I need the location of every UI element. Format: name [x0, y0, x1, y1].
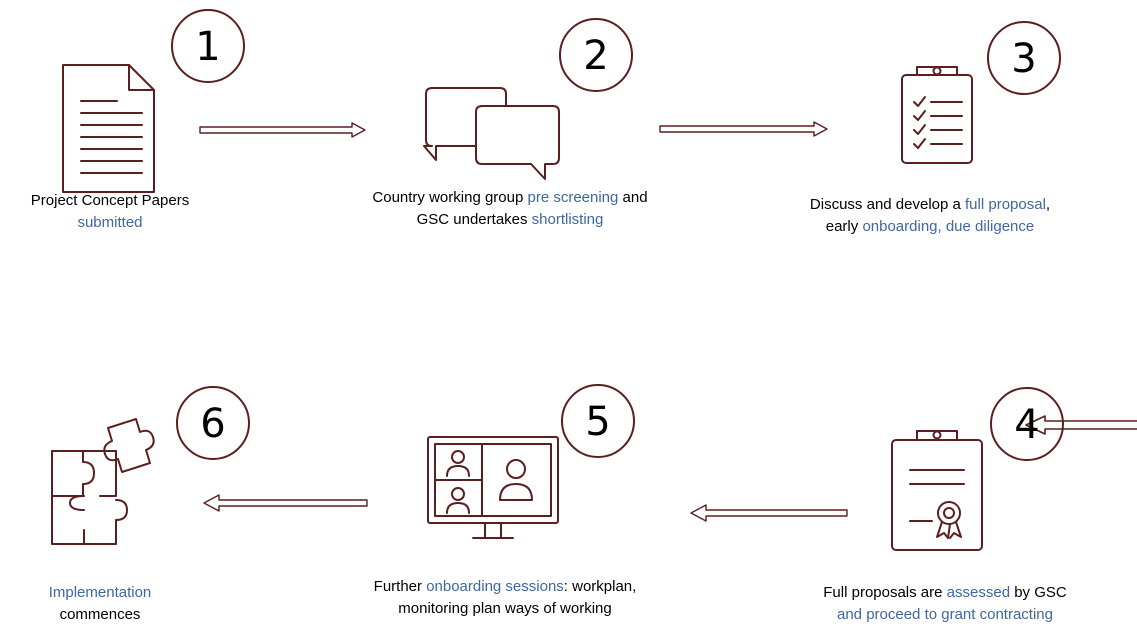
caption-line: Project Concept Papers — [0, 190, 220, 212]
arrow-5-to-6 — [203, 494, 368, 512]
caption-text: by GSC — [1010, 584, 1067, 601]
arrow-into-4 — [1025, 415, 1137, 435]
caption-highlight: full proposal — [965, 196, 1046, 213]
step-5-number: 5 — [585, 399, 610, 445]
caption-line: submitted — [0, 212, 220, 234]
caption-text: Further — [373, 578, 427, 595]
step-3-circle — [987, 21, 1061, 95]
step-2-number: 2 — [583, 33, 608, 79]
step-4-caption: Full proposals are assessed by GSC and pr… — [760, 582, 1130, 626]
caption-text: monitoring plan ways of working — [398, 600, 612, 617]
step-6-caption: Implementation commences — [0, 582, 200, 626]
caption-line: and proceed to grant contracting — [760, 604, 1130, 626]
step-5-circle — [561, 384, 635, 458]
caption-highlight: submitted — [77, 214, 143, 231]
step-6-circle — [176, 386, 250, 460]
puzzle-pieces-icon — [51, 418, 155, 545]
caption-text: Project Concept Papers — [30, 192, 190, 209]
caption-text: , — [1045, 196, 1051, 213]
step-1-caption: Project Concept Papers submitted — [0, 190, 220, 234]
caption-line: early onboarding, due diligence — [740, 216, 1120, 238]
caption-highlight: Implementation — [48, 584, 152, 601]
step-1-number: 1 — [195, 24, 220, 70]
step-2-circle — [559, 18, 633, 92]
caption-line: Discuss and develop a full proposal, — [740, 194, 1120, 216]
caption-text: commences — [59, 606, 141, 623]
caption-text: Country working group — [372, 189, 528, 206]
document-icon — [62, 64, 155, 193]
step-4-number: 4 — [1014, 402, 1039, 448]
caption-highlight: shortlisting — [531, 211, 604, 228]
arrow-2-to-3 — [659, 121, 828, 137]
arrow-4-to-5 — [690, 504, 848, 522]
caption-line: Full proposals are assessed by GSC — [760, 582, 1130, 604]
caption-highlight: pre screening — [527, 189, 619, 206]
caption-text: Discuss and develop a — [809, 196, 966, 213]
caption-text: : workplan, — [563, 578, 637, 595]
caption-line: Country working group pre screening and — [290, 187, 730, 209]
caption-highlight: and proceed to grant contracting — [837, 606, 1053, 623]
step-3-caption: Discuss and develop a full proposal,earl… — [740, 194, 1120, 238]
arrow-1-to-2 — [199, 122, 366, 138]
step-1-circle — [171, 9, 245, 83]
caption-line: Implementation — [0, 582, 200, 604]
video-call-monitor-icon — [427, 436, 559, 539]
caption-highlight: onboarding sessions — [426, 578, 564, 595]
caption-line: monitoring plan ways of working — [290, 598, 720, 620]
caption-line: GSC undertakes shortlisting — [290, 209, 730, 231]
caption-text: GSC undertakes — [416, 211, 532, 228]
certificate-clipboard-icon — [891, 430, 983, 551]
caption-text: and — [618, 189, 648, 206]
caption-highlight: assessed — [946, 584, 1011, 601]
step-6-number: 6 — [200, 401, 225, 447]
caption-line: Further onboarding sessions: workplan, — [290, 576, 720, 598]
step-3-number: 3 — [1011, 36, 1036, 82]
caption-text: early — [825, 218, 863, 235]
chat-bubbles-icon — [423, 87, 560, 180]
step-5-caption: Further onboarding sessions: workplan, mo… — [290, 576, 720, 620]
caption-highlight: onboarding, due diligence — [862, 218, 1035, 235]
step-4-circle — [990, 387, 1064, 461]
caption-text: Full proposals are — [823, 584, 947, 601]
checklist-clipboard-icon — [901, 66, 973, 164]
caption-line: commences — [0, 604, 200, 626]
